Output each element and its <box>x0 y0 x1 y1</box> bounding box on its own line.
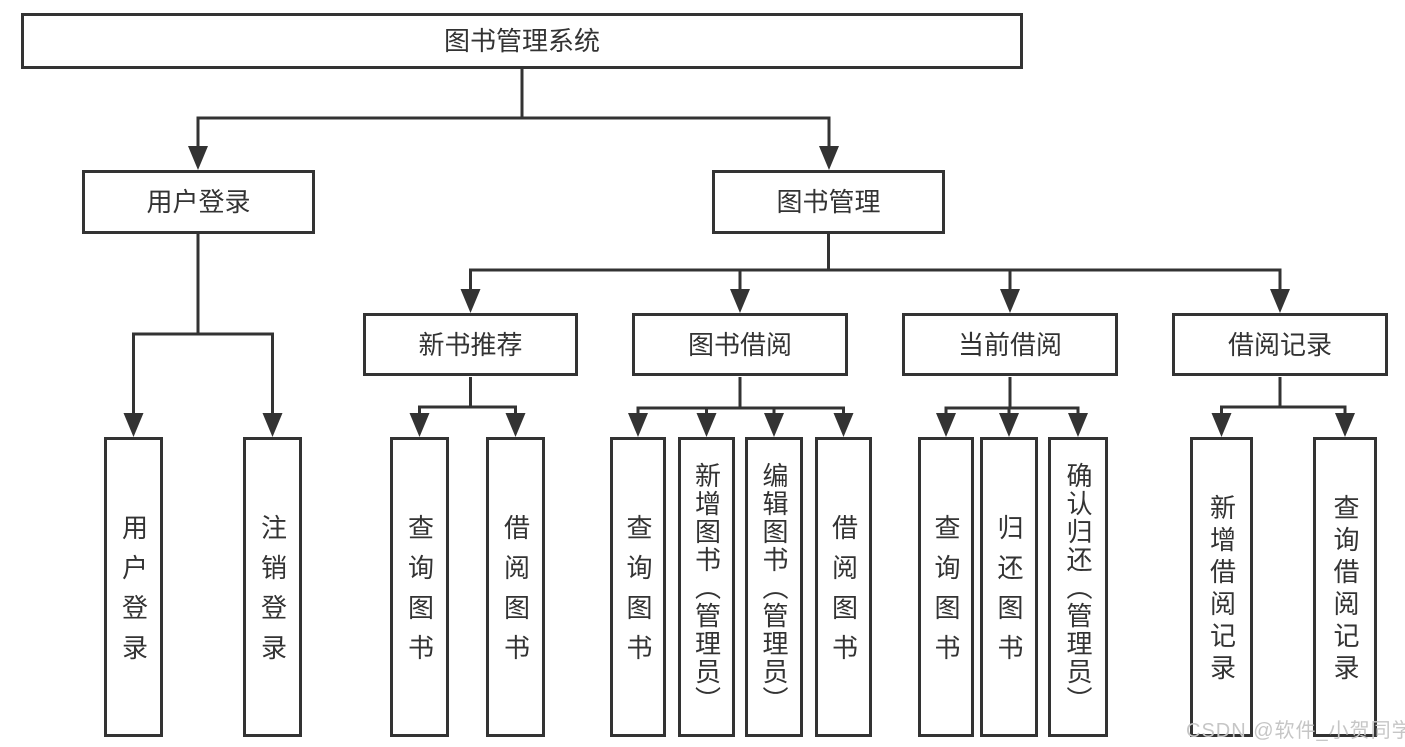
leaf-label: 编辑图书（管理员） <box>759 462 789 714</box>
leaf-label: 归还图书 <box>994 514 1024 674</box>
leaf-nbr-borrow-book: 借阅图书 <box>486 437 545 737</box>
node-root: 图书管理系统 <box>21 13 1023 69</box>
arrowhead <box>628 413 648 437</box>
connector-root-to-level2 <box>188 69 839 170</box>
arrowhead <box>730 289 750 313</box>
watermark-text: CSDN @软件_小贺同学 <box>1186 720 1405 742</box>
node-book-mgmt: 图书管理 <box>712 170 945 234</box>
connector-book-borrow-to-leaves <box>628 377 854 437</box>
leaf-label: 新增图书（管理员） <box>691 462 722 714</box>
arrowhead <box>833 413 854 437</box>
node-current-borrow: 当前借阅 <box>902 313 1118 376</box>
arrowhead <box>999 413 1019 437</box>
arrowhead <box>460 289 481 313</box>
leaf-nbr-query-book: 查询图书 <box>390 437 449 737</box>
leaf-label: 新增借阅记录 <box>1206 494 1237 686</box>
arrowhead <box>262 413 283 437</box>
node-label: 用户登录 <box>146 187 251 217</box>
node-borrow-records: 借阅记录 <box>1172 313 1388 376</box>
arrowhead <box>1270 289 1290 313</box>
node-label: 图书管理 <box>776 187 881 217</box>
leaf-user-login: 用户登录 <box>104 437 163 737</box>
leaf-label: 查询图书 <box>623 514 653 674</box>
connector-borrow-records-to-leaves <box>1211 377 1355 437</box>
arrowhead <box>505 413 526 437</box>
arrowhead <box>123 413 144 437</box>
arrowhead <box>696 413 717 437</box>
leaf-bb-edit-book-admin: 编辑图书（管理员） <box>745 437 803 737</box>
node-label: 当前借阅 <box>957 329 1062 360</box>
leaf-bb-borrow-book: 借阅图书 <box>815 437 872 737</box>
connector-current-borrow-to-leaves <box>936 377 1088 437</box>
arrowhead <box>1335 413 1355 437</box>
leaf-label: 确认归还（管理员） <box>1063 462 1093 714</box>
leaf-label: 注销登录 <box>257 514 288 674</box>
arrowhead <box>764 413 784 437</box>
connector-book-mgmt-to-level3 <box>460 234 1290 313</box>
connector-new-book-rec-to-leaves <box>409 377 526 437</box>
leaf-br-query-record: 查询借阅记录 <box>1313 437 1377 737</box>
arrowhead <box>1068 413 1088 437</box>
node-user-login: 用户登录 <box>82 170 315 234</box>
leaf-logout: 注销登录 <box>243 437 302 737</box>
leaf-label: 用户登录 <box>118 514 149 674</box>
node-label: 新书推荐 <box>418 329 523 360</box>
arrowhead <box>409 413 430 437</box>
node-book-borrow: 图书借阅 <box>632 313 848 376</box>
arrowhead <box>188 146 208 170</box>
leaf-label: 查询图书 <box>931 514 961 674</box>
leaf-cb-return-book: 归还图书 <box>980 437 1038 737</box>
node-new-book-rec: 新书推荐 <box>363 313 578 376</box>
arrowhead <box>1000 289 1020 313</box>
arrowhead <box>819 146 839 170</box>
arrowhead <box>1211 413 1232 437</box>
node-label: 图书借阅 <box>687 329 792 360</box>
leaf-bb-query-book: 查询图书 <box>610 437 666 737</box>
leaf-label: 查询图书 <box>404 514 435 674</box>
leaf-cb-query-book: 查询图书 <box>918 437 974 737</box>
leaf-label: 借阅图书 <box>500 514 531 674</box>
leaf-label: 查询借阅记录 <box>1330 494 1360 686</box>
leaf-label: 借阅图书 <box>828 514 859 674</box>
leaf-cb-confirm-return-admin: 确认归还（管理员） <box>1048 437 1108 737</box>
connector-user-login-to-leaves <box>123 234 283 437</box>
leaf-bb-add-book-admin: 新增图书（管理员） <box>678 437 735 737</box>
node-label: 图书管理系统 <box>443 26 600 56</box>
node-label: 借阅记录 <box>1227 329 1332 360</box>
arrowhead <box>936 413 956 437</box>
leaf-br-add-record: 新增借阅记录 <box>1190 437 1253 737</box>
